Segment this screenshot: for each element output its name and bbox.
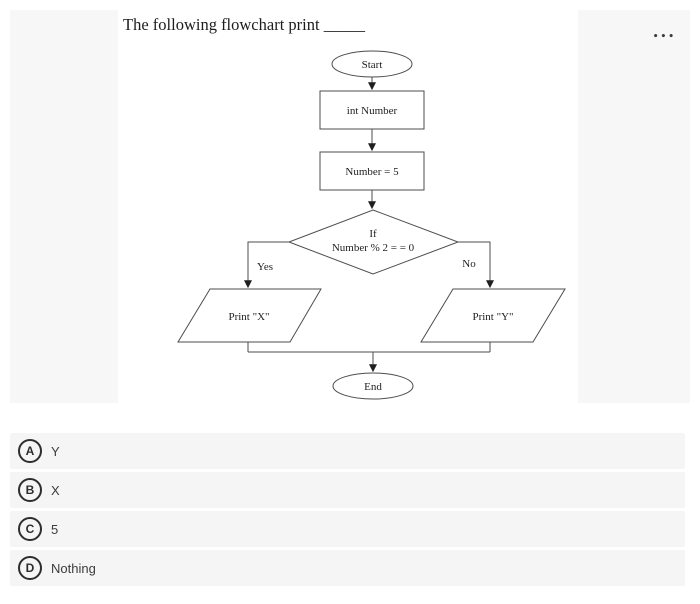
flow-end-ellipse: [332, 372, 414, 400]
flow-declare-rect: [319, 90, 425, 130]
flow-print-x-label: Print "X": [228, 311, 269, 323]
option-b-text: X: [51, 482, 60, 498]
option-a-text: Y: [51, 443, 60, 459]
option-c[interactable]: C 5: [10, 511, 685, 547]
option-b-radio: B: [18, 478, 42, 502]
option-d-radio: D: [18, 556, 42, 580]
option-d[interactable]: D Nothing: [10, 550, 685, 586]
right-panel: •••: [578, 10, 690, 403]
flow-no-label: No: [462, 258, 476, 270]
question-title: The following flowchart print _____: [123, 15, 365, 34]
option-c-radio: C: [18, 517, 42, 541]
flowchart: Start int Number Number = 5 If Number % …: [177, 50, 566, 400]
flow-print-x-parallelogram: [177, 288, 322, 343]
flow-decision-diamond: [287, 209, 460, 275]
flow-no-branch: [458, 241, 494, 289]
options-list: A Y B X C 5 D Nothing: [10, 433, 685, 589]
flow-yes-branch: [244, 241, 289, 289]
flow-end-label: End: [364, 381, 382, 393]
option-b[interactable]: B X: [10, 472, 685, 508]
option-d-text: Nothing: [51, 560, 96, 576]
flow-assign-label: Number = 5: [345, 166, 399, 178]
flow-declare-label: int Number: [347, 105, 398, 117]
flow-start-label: Start: [362, 59, 383, 71]
left-panel: [10, 10, 118, 403]
flow-print-y-label: Print "Y": [472, 311, 513, 323]
option-a[interactable]: A Y: [10, 433, 685, 469]
flow-yes-label: Yes: [257, 261, 273, 273]
option-a-radio: A: [18, 439, 42, 463]
more-options-icon[interactable]: •••: [652, 32, 676, 42]
flow-print-y-parallelogram: [420, 288, 566, 343]
flow-decision-label-line2: Number % 2 = = 0: [332, 242, 415, 254]
flow-decision-label-line1: If: [369, 228, 377, 240]
option-c-text: 5: [51, 521, 59, 537]
